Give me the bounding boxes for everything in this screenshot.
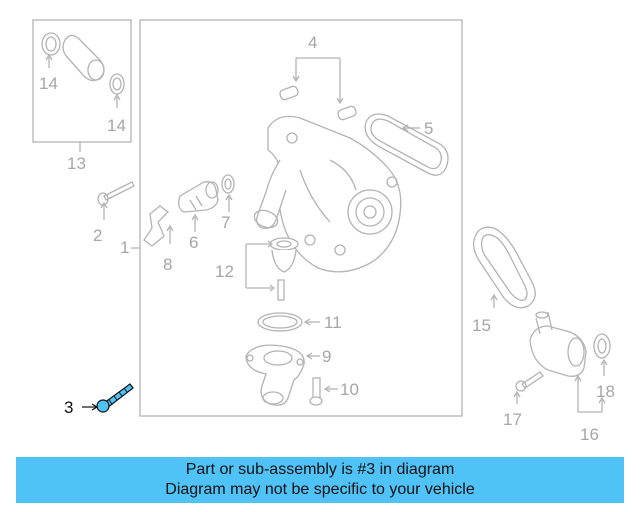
banner-line-1: Part or sub-assembly is #3 in diagram xyxy=(185,461,455,478)
banner-line-2: Diagram may not be specific to your vehi… xyxy=(165,481,475,498)
bolt-2-drawing xyxy=(97,181,135,220)
bolt-10-drawing xyxy=(309,377,338,406)
callout-12: 12 xyxy=(215,262,234,281)
coolant-outlet-9-drawing xyxy=(245,344,320,406)
callout-18: 18 xyxy=(596,382,615,401)
callout-16: 16 xyxy=(580,425,599,444)
callout-14-right: 14 xyxy=(107,116,126,135)
oring-18-drawing xyxy=(593,333,611,376)
callout-3: 3 xyxy=(64,398,73,417)
oring-7-drawing xyxy=(221,174,235,212)
callout-5: 5 xyxy=(424,119,433,138)
callout-6: 6 xyxy=(189,233,198,252)
callout-15: 15 xyxy=(472,316,491,335)
callout-14-left: 14 xyxy=(39,74,58,93)
callout-2: 2 xyxy=(93,226,102,245)
callout-10: 10 xyxy=(340,380,359,399)
oring-11-drawing xyxy=(257,312,320,332)
callout-11: 11 xyxy=(324,313,342,332)
housing-16-drawing xyxy=(529,311,606,413)
bolt-17-drawing xyxy=(513,371,544,404)
callout-13: 13 xyxy=(67,154,86,173)
callout-17: 17 xyxy=(503,410,522,429)
info-banner: Part or sub-assembly is #3 in diagram Di… xyxy=(16,457,624,503)
callout-7: 7 xyxy=(221,213,230,232)
bracket-8-drawing xyxy=(143,205,174,247)
callout-8: 8 xyxy=(163,255,172,274)
water-pump-housing-drawing xyxy=(253,115,402,273)
callout-1: 1 xyxy=(120,238,129,257)
hose-subassembly-box xyxy=(32,19,132,143)
bolt-3-highlighted xyxy=(82,383,134,413)
sensor-6-drawing xyxy=(178,181,219,232)
callout-4: 4 xyxy=(308,33,317,52)
callout-9: 9 xyxy=(322,347,331,366)
water-pump-assembly-box xyxy=(139,19,463,417)
belt-15-drawing xyxy=(472,226,536,309)
thermostat-12-drawing xyxy=(245,237,299,301)
gasket-5-drawing xyxy=(364,113,449,176)
pins-4-drawing xyxy=(279,57,357,121)
